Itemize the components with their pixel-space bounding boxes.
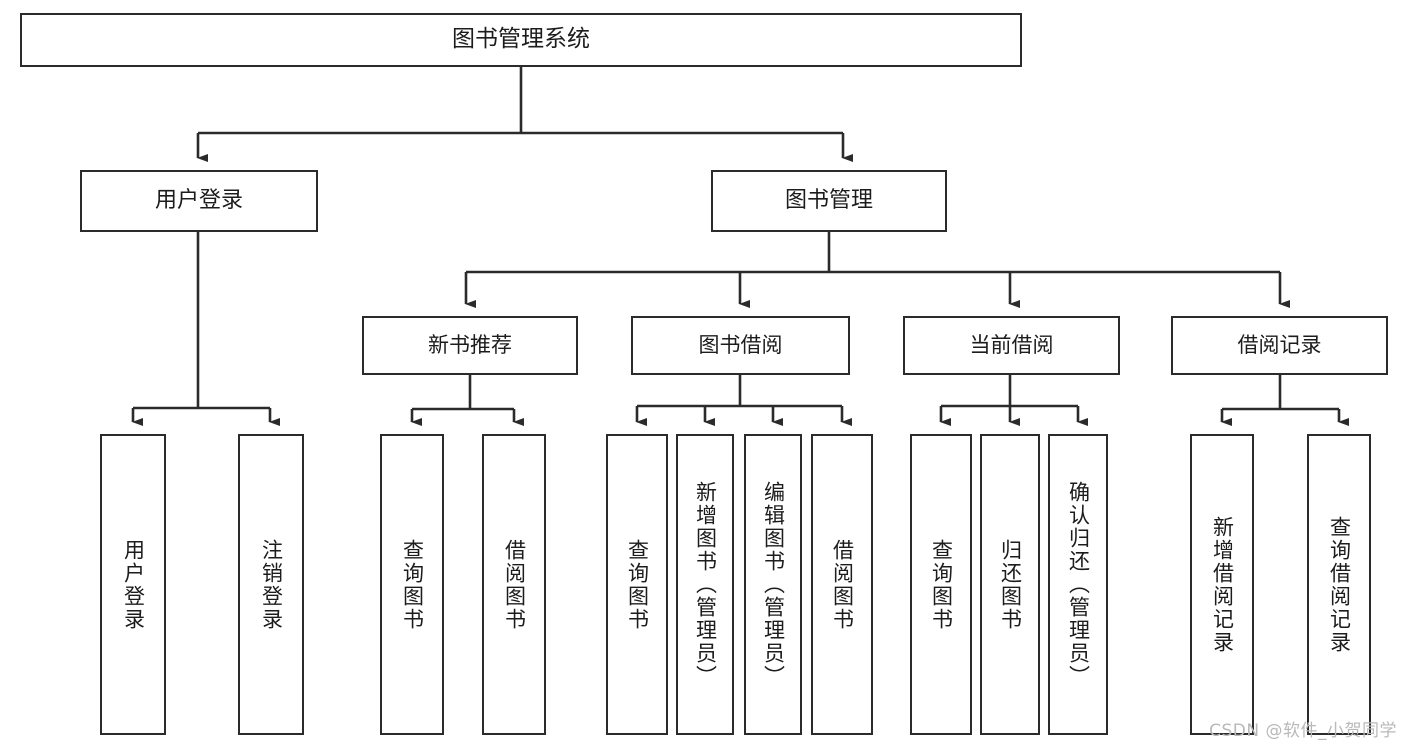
leaf-user-login[interactable]: 用户登录 <box>100 434 166 735</box>
leaf-edit-book-admin-label: 编辑图书（管理员） <box>761 481 786 688</box>
csdn-watermark: CSDN @软件_小贺同学 <box>1209 721 1397 741</box>
leaf-return-book[interactable]: 归还图书 <box>980 434 1040 735</box>
leaf-query-book-borrow[interactable]: 查询图书 <box>606 434 668 735</box>
leaf-return-book-label: 归还图书 <box>998 538 1023 631</box>
leaf-query-borrow-record[interactable]: 查询借阅记录 <box>1307 434 1371 735</box>
leaf-query-book-borrow-label: 查询图书 <box>625 538 650 631</box>
leaf-borrow-book[interactable]: 借阅图书 <box>811 434 873 735</box>
leaf-query-book-current[interactable]: 查询图书 <box>910 434 972 735</box>
leaf-borrow-book-newbook-label: 借阅图书 <box>502 538 527 631</box>
leaf-query-book-newbook[interactable]: 查询图书 <box>380 434 444 735</box>
node-book-management-label: 图书管理 <box>784 187 873 213</box>
node-current-borrow[interactable]: 当前借阅 <box>903 316 1120 375</box>
leaf-logout[interactable]: 注销登录 <box>238 434 304 735</box>
leaf-confirm-return-admin-label: 确认归还（管理员） <box>1066 481 1091 688</box>
leaf-borrow-book-label: 借阅图书 <box>830 538 855 631</box>
node-book-borrow-label: 图书借阅 <box>698 332 783 357</box>
leaf-confirm-return-admin[interactable]: 确认归还（管理员） <box>1048 434 1108 735</box>
leaf-logout-label: 注销登录 <box>259 538 284 631</box>
node-user-login-label: 用户登录 <box>154 187 243 213</box>
node-new-book-recommend-label: 新书推荐 <box>428 332 512 357</box>
leaf-add-book-admin[interactable]: 新增图书（管理员） <box>676 434 734 735</box>
leaf-query-borrow-record-label: 查询借阅记录 <box>1327 515 1352 654</box>
leaf-edit-book-admin[interactable]: 编辑图书（管理员） <box>744 434 802 735</box>
node-new-book-recommend[interactable]: 新书推荐 <box>362 316 578 375</box>
leaf-query-book-newbook-label: 查询图书 <box>400 538 425 631</box>
node-root-book-management-system[interactable]: 图书管理系统 <box>20 13 1022 67</box>
leaf-add-book-admin-label: 新增图书（管理员） <box>693 481 718 688</box>
node-book-borrow[interactable]: 图书借阅 <box>631 316 850 375</box>
leaf-user-login-label: 用户登录 <box>121 538 146 631</box>
leaf-add-borrow-record-label: 新增借阅记录 <box>1210 515 1235 654</box>
node-borrow-record[interactable]: 借阅记录 <box>1171 316 1388 375</box>
node-root-label: 图书管理系统 <box>452 26 590 53</box>
node-user-login[interactable]: 用户登录 <box>80 170 318 232</box>
node-borrow-record-label: 借阅记录 <box>1237 332 1322 357</box>
leaf-borrow-book-newbook[interactable]: 借阅图书 <box>482 434 546 735</box>
leaf-query-book-current-label: 查询图书 <box>929 538 954 631</box>
node-book-management[interactable]: 图书管理 <box>711 170 947 232</box>
node-current-borrow-label: 当前借阅 <box>969 332 1054 357</box>
leaf-add-borrow-record[interactable]: 新增借阅记录 <box>1190 434 1254 735</box>
